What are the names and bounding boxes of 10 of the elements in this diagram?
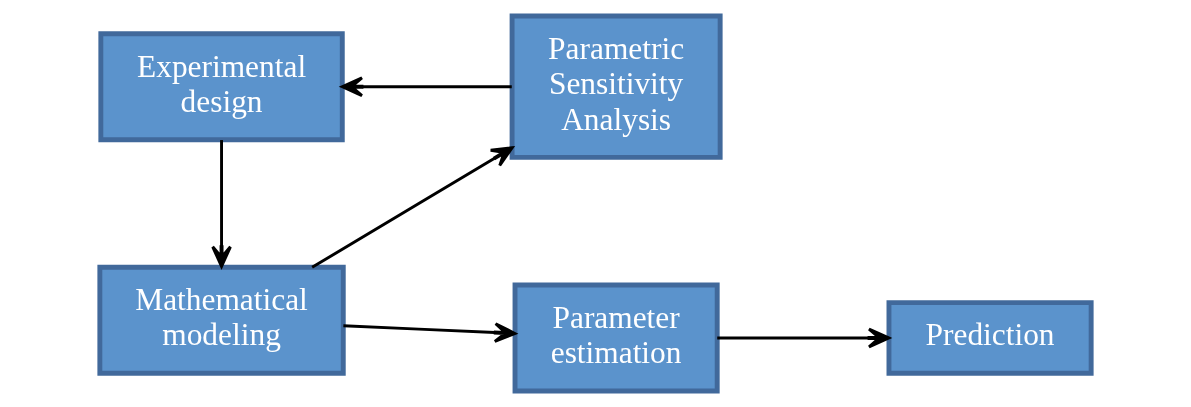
arrow [211,140,232,268]
node-box: Experimental design [98,31,345,143]
arrow [311,146,514,269]
node-box: Parameter estimation [512,282,720,394]
node-box: Parametric Sensitivity Analysis [509,13,723,160]
node-box: Prediction [886,300,1094,376]
arrow [340,76,512,97]
arrow [717,327,891,349]
node-box: Mathematical modeling [97,264,346,376]
arrow [343,322,517,343]
